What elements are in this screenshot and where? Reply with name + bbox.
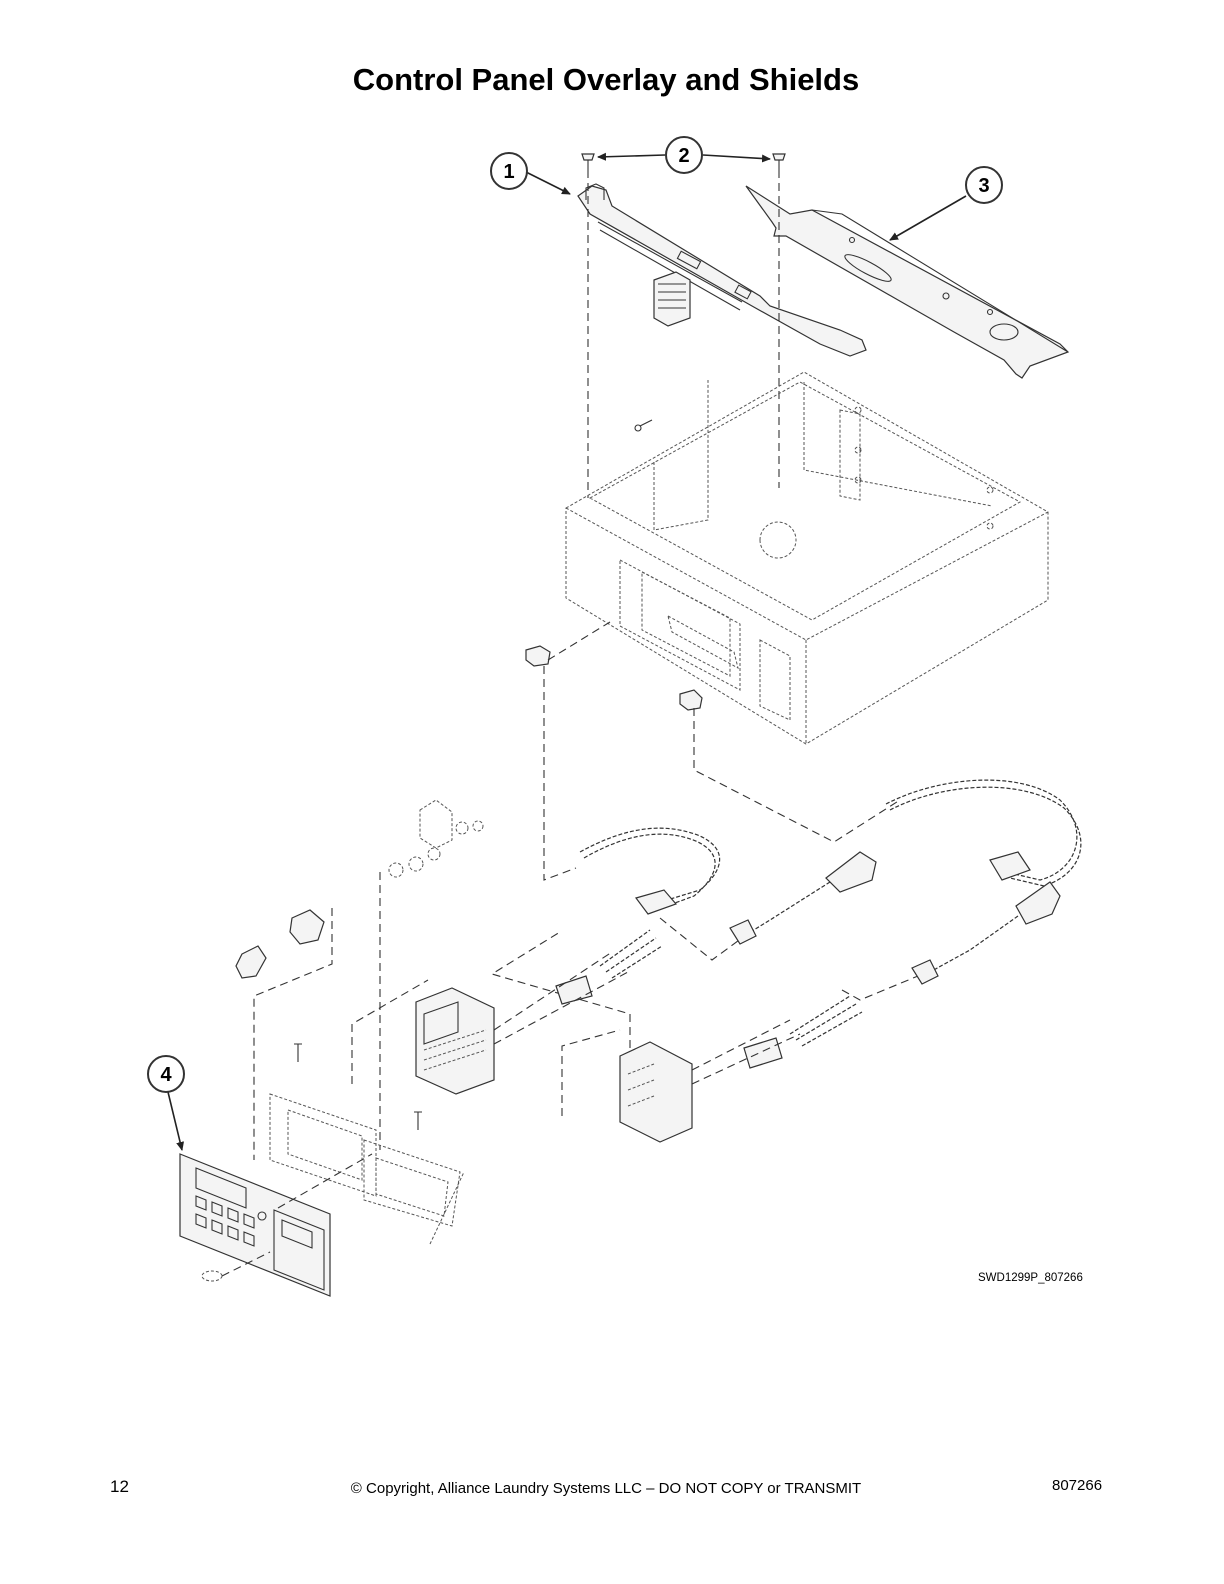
connector-clip-right [680,690,702,710]
callout-2-label: 2 [678,145,689,167]
heatsink-module [635,272,690,431]
screw-part-left [582,154,594,170]
lens-washer-part [380,800,483,1150]
console-housing [566,372,1048,744]
ribbon-connector-right [912,882,1060,984]
control-board-upper [416,952,628,1094]
ribbon-cable-lower [744,996,862,1068]
connector-clip-left [526,646,550,666]
copyright-notice: © Copyright, Alliance Laundry Systems LL… [0,1480,1212,1497]
ribbon-connector-center [730,852,876,944]
control-panel-overlay [180,1154,372,1296]
switch-part [236,908,332,1160]
callout-3-label: 3 [978,175,989,197]
ribbon-cable-upper [556,930,662,1004]
shield-bracket-part [578,184,866,356]
control-board-lower [620,1020,800,1142]
callout-1: 1 [491,153,527,189]
callout-4: 4 [148,1056,184,1092]
callout-3: 3 [966,167,1002,203]
wire-harness-upper [580,828,720,914]
screw-part-right [773,154,785,170]
callout-4-label: 4 [160,1064,172,1086]
callout-1-label: 1 [503,161,514,183]
rear-shield-part [746,186,1068,378]
document-number: 807266 [1052,1477,1102,1494]
drawing-id: SWD1299P_807266 [978,1272,1083,1284]
callout-2: 2 [666,137,702,173]
wire-harness-long [886,780,1081,886]
